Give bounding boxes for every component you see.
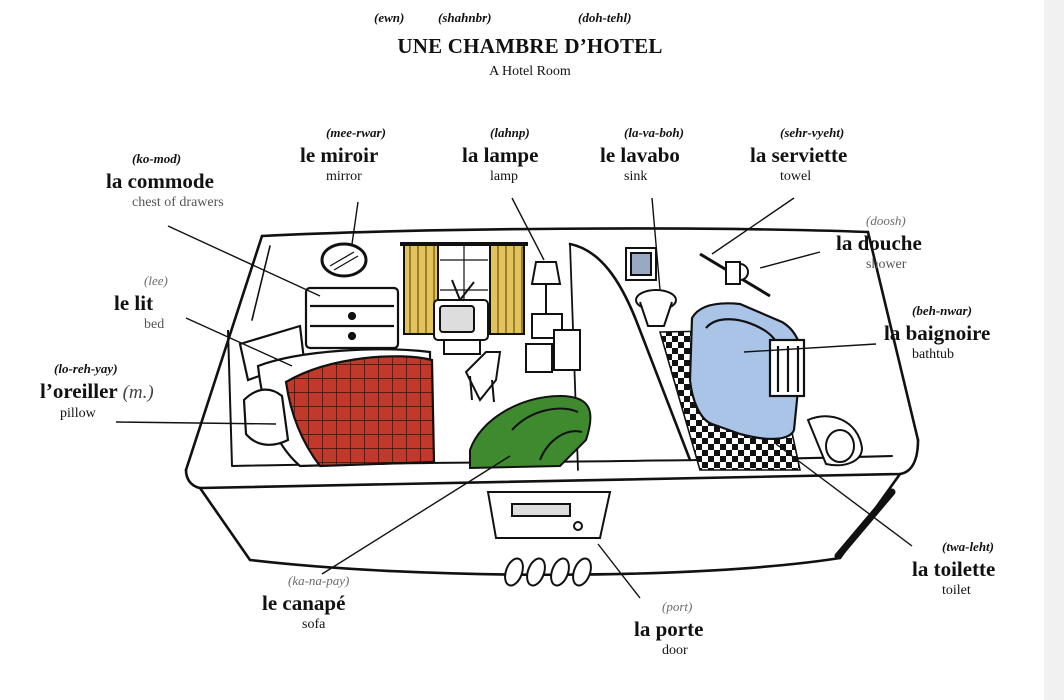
translation-baignoire: bathtub [884, 347, 990, 363]
leader-commode [168, 226, 320, 296]
label-porte: (port) la porte door [634, 600, 703, 659]
leader-douche [760, 252, 820, 268]
gender-oreiller: (m.) [123, 382, 154, 403]
translation-lavabo: sink [600, 169, 684, 185]
translation-lit: bed [114, 317, 168, 333]
word-baignoire: la baignoire [884, 321, 990, 345]
pron-canape: (ka-na-pay) [262, 574, 349, 589]
translation-douche: shower [836, 257, 922, 273]
pron-lit: (lee) [114, 274, 168, 289]
pron-lampe: (lahnp) [462, 126, 538, 141]
translation-lampe: lamp [462, 169, 538, 185]
pron-lavabo: (la-va-boh) [600, 126, 684, 141]
word-douche: la douche [836, 231, 922, 255]
word-canape: le canapé [262, 591, 349, 615]
translation-miroir: mirror [300, 169, 386, 185]
label-canape: (ka-na-pay) le canapé sofa [262, 574, 349, 633]
label-lampe: (lahnp) la lampe lamp [462, 126, 538, 185]
word-oreiller: l’oreiller [40, 379, 117, 403]
word-commode: la commode [106, 169, 224, 193]
translation-commode: chest of drawers [106, 195, 224, 211]
word-serviette: la serviette [750, 143, 847, 167]
word-porte: la porte [634, 617, 703, 641]
door-drawing [488, 492, 610, 538]
pron-oreiller: (lo-reh-yay) [40, 362, 154, 377]
label-lit: (lee) le lit bed [114, 274, 168, 333]
pron-commode: (ko-mod) [106, 152, 224, 167]
sofa-drawing [470, 396, 590, 468]
pron-porte: (port) [634, 600, 703, 615]
pron-miroir: (mee-rwar) [300, 126, 386, 141]
word-toilette: la toilette [912, 557, 995, 581]
mirror-drawing [322, 244, 366, 276]
label-serviette: (sehr-vyeht) la serviette towel [750, 126, 847, 185]
label-miroir: (mee-rwar) le miroir mirror [300, 126, 386, 185]
word-lavabo: le lavabo [600, 143, 684, 167]
slippers-drawing [502, 556, 595, 588]
leader-serviette [712, 198, 794, 254]
word-miroir: le miroir [300, 143, 386, 167]
label-oreiller: (lo-reh-yay) l’oreiller (m.) pillow [40, 362, 154, 422]
label-toilette: (twa-leht) la toilette toilet [912, 540, 995, 599]
label-commode: (ko-mod) la commode chest of drawers [106, 152, 224, 211]
translation-oreiller: pillow [40, 406, 154, 422]
pron-toilette: (twa-leht) [912, 540, 995, 555]
pron-douche: (doosh) [836, 214, 922, 229]
translation-porte: door [634, 643, 703, 659]
word-lampe: la lampe [462, 143, 538, 167]
label-lavabo: (la-va-boh) le lavabo sink [600, 126, 684, 185]
leader-miroir [352, 202, 358, 244]
chest-of-drawers-drawing [306, 288, 398, 348]
translation-serviette: towel [750, 169, 847, 185]
translation-canape: sofa [262, 617, 349, 633]
chair-drawing [466, 352, 500, 402]
translation-toilette: toilet [912, 583, 995, 599]
pron-baignoire: (beh-nwar) [884, 304, 990, 319]
label-baignoire: (beh-nwar) la baignoire bathtub [884, 304, 990, 363]
label-douche: (doosh) la douche shower [836, 214, 922, 273]
sink-drawing [636, 290, 676, 326]
pron-serviette: (sehr-vyeht) [750, 126, 847, 141]
word-lit: le lit [114, 291, 168, 315]
leader-canape [322, 456, 510, 574]
leader-porte [598, 544, 640, 598]
bathtub-drawing [690, 303, 804, 439]
